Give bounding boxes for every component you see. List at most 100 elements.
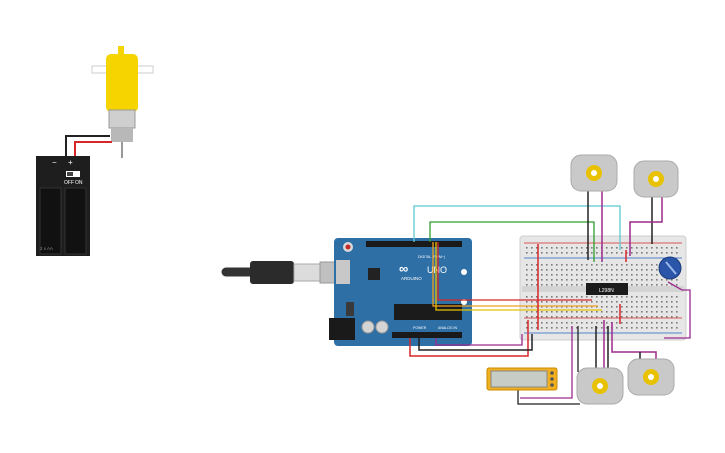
breadboard-hole: [546, 284, 548, 286]
breadboard-hole: [541, 264, 543, 266]
breadboard-hole: [611, 311, 613, 313]
wire-red-signal[interactable]: [437, 242, 592, 301]
battery-pack[interactable]: − + OFF ON 2 x AA: [36, 156, 90, 256]
breadboard-hole: [671, 316, 673, 318]
motor4-lead-purple[interactable]: [611, 322, 657, 362]
breadboard-hole: [646, 301, 648, 303]
breadboard-hole: [666, 316, 668, 318]
usb-cable[interactable]: [221, 261, 336, 284]
breadboard-hole: [651, 264, 653, 266]
potentiometer[interactable]: [658, 256, 682, 280]
dc-motor-1[interactable]: [570, 154, 618, 192]
breadboard-hole: [546, 301, 548, 303]
breadboard-hole: [541, 306, 543, 308]
breadboard-hole: [586, 301, 588, 303]
breadboard-hole: [641, 269, 643, 271]
breadboard-hole: [606, 252, 608, 254]
breadboard-hole: [596, 311, 598, 313]
breadboard-hole: [616, 252, 618, 254]
wire-red-5v[interactable]: [409, 320, 529, 357]
breadboard-hole: [526, 296, 528, 298]
arduino-reset-cap: [345, 244, 351, 250]
breadboard-hole: [566, 247, 568, 249]
breadboard-hole: [556, 316, 558, 318]
breadboard-hole: [541, 301, 543, 303]
motor-driver[interactable]: L298N: [586, 283, 628, 295]
dc-motor-2[interactable]: [633, 160, 679, 198]
breadboard-hole: [611, 269, 613, 271]
breadboard-hole: [551, 264, 553, 266]
wire-yellow[interactable]: [435, 242, 602, 311]
battery-wire-red[interactable]: [74, 141, 112, 158]
breadboard-hole: [596, 274, 598, 276]
breadboard-hole: [531, 301, 533, 303]
breadboard-hole: [566, 274, 568, 276]
breadboard-hole: [596, 252, 598, 254]
breadboard-hole: [671, 327, 673, 329]
breadboard-hole: [586, 274, 588, 276]
battery-wire-black[interactable]: [65, 135, 110, 158]
arduino-usb-chip: [368, 268, 380, 280]
breadboard-hole: [536, 306, 538, 308]
breadboard-hole: [556, 252, 558, 254]
breadboard-hole: [616, 247, 618, 249]
lcd-lead-black[interactable]: [517, 388, 580, 405]
wire-orange[interactable]: [432, 242, 598, 307]
wire-purple-analog[interactable]: [435, 334, 523, 346]
breadboard-hole: [671, 247, 673, 249]
breadboard-hole: [631, 252, 633, 254]
breadboard-hole: [526, 306, 528, 308]
breadboard-hole: [526, 269, 528, 271]
breadboard-hole: [611, 279, 613, 281]
breadboard-hole: [591, 327, 593, 329]
breadboard-hole: [551, 306, 553, 308]
breadboard-hole: [546, 264, 548, 266]
breadboard-hole: [606, 274, 608, 276]
breadboard-hole: [531, 322, 533, 324]
breadboard-hole: [631, 264, 633, 266]
arduino-brand-label: ARDUINO: [401, 276, 422, 281]
wire-green[interactable]: [429, 221, 595, 262]
breadboard-hole: [541, 327, 543, 329]
breadboard-hole: [526, 322, 528, 324]
breadboard-hole: [666, 322, 668, 324]
driver-chip-label: L298N: [599, 288, 614, 294]
breadboard-hole: [596, 327, 598, 329]
dc-motor-3[interactable]: [576, 367, 624, 405]
wire-black-gnd[interactable]: [418, 334, 533, 351]
breadboard-hole: [616, 301, 618, 303]
breadboard-hole: [626, 264, 628, 266]
wire-teal[interactable]: [413, 205, 621, 250]
lcd-module[interactable]: [486, 367, 558, 391]
breadboard-hole: [621, 306, 623, 308]
potentiometer-knob-mark: [665, 261, 677, 275]
breadboard-hole: [656, 284, 658, 286]
battery-switch-off-label: OFF: [64, 180, 74, 186]
breadboard-hole: [596, 264, 598, 266]
breadboard-hole: [581, 306, 583, 308]
breadboard-hole: [586, 247, 588, 249]
breadboard-hole: [631, 322, 633, 324]
breadboard-hole: [531, 306, 533, 308]
dc-motor-4[interactable]: [627, 358, 675, 396]
breadboard-hole: [636, 247, 638, 249]
pot-lead-purple[interactable]: [664, 281, 691, 339]
breadboard-hole: [656, 296, 658, 298]
gear-motor[interactable]: [91, 46, 154, 158]
breadboard-hole: [571, 274, 573, 276]
breadboard-hole: [576, 301, 578, 303]
breadboard-hole: [651, 279, 653, 281]
breadboard-hole: [536, 274, 538, 276]
gear-motor-endcap: [111, 128, 133, 142]
breadboard-hole: [586, 279, 588, 281]
breadboard-hole: [576, 247, 578, 249]
motor2-lead-purple[interactable]: [629, 197, 663, 256]
breadboard-hole: [676, 284, 678, 286]
arduino-uno[interactable]: ∞ ARDUINO UNO DIGITAL (PWM~) POWER ANALO…: [329, 238, 472, 346]
breadboard-hole: [536, 264, 538, 266]
breadboard-hole: [546, 252, 548, 254]
breadboard-hole: [661, 311, 663, 313]
breadboard-hole: [561, 269, 563, 271]
lcd-lead-purple[interactable]: [520, 326, 573, 399]
